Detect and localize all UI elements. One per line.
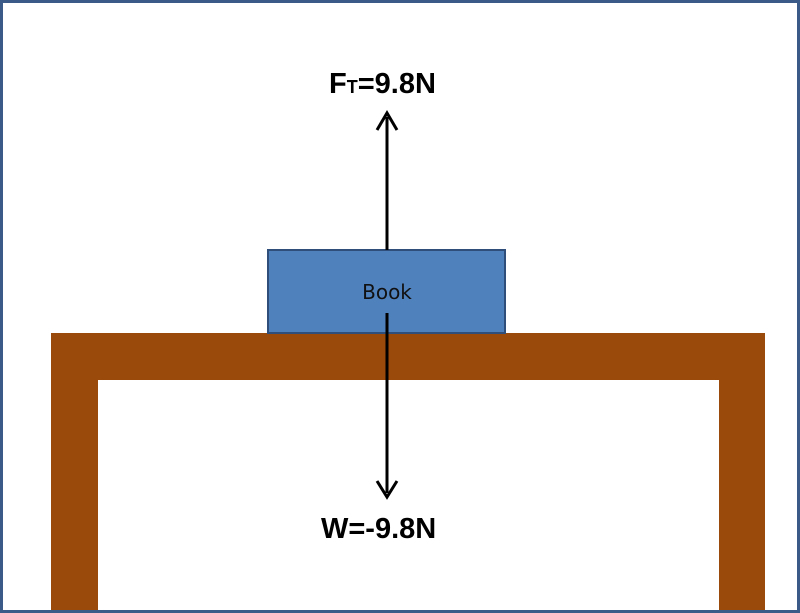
table-leg-left xyxy=(51,333,98,610)
tension-force-subscript: T xyxy=(346,77,358,97)
tension-force-label: FT=9.8N xyxy=(329,70,436,99)
tension-force-symbol: F xyxy=(329,68,347,100)
table-leg-right xyxy=(719,333,765,610)
diagram-canvas xyxy=(51,110,765,610)
weight-force-label: W=-9.8N xyxy=(321,513,437,545)
table-top xyxy=(51,333,765,380)
arrow-up-head xyxy=(375,110,399,131)
book-label: Book xyxy=(362,280,412,304)
tension-force-value: =9.8N xyxy=(357,68,436,100)
arrow-down-head xyxy=(375,480,399,500)
